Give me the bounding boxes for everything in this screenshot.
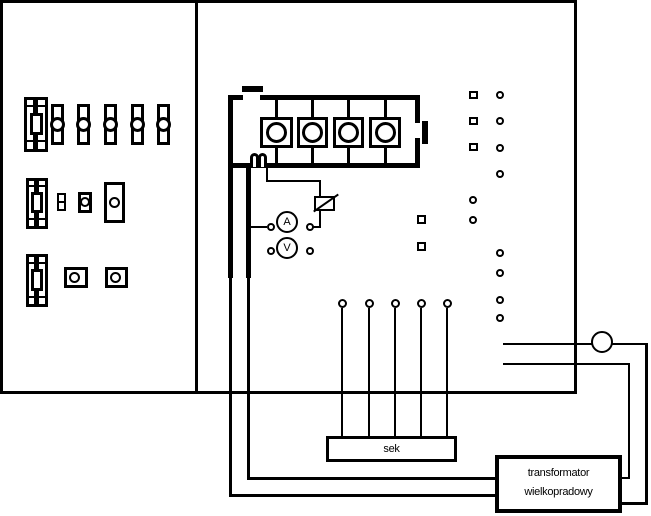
panel-divider — [195, 0, 198, 394]
terminal-dot — [496, 269, 504, 277]
lamp-icon — [76, 117, 91, 132]
primary-winding-coil-icon — [250, 153, 259, 167]
terminal-dot — [267, 223, 275, 231]
fuse-divider — [29, 218, 45, 220]
lamp-icon — [103, 117, 118, 132]
terminal-dot — [496, 314, 504, 322]
secondary-lead — [394, 308, 396, 436]
voltmeter: V — [276, 237, 298, 259]
fuse-symbol — [26, 254, 48, 307]
current-probe-circle — [591, 331, 613, 353]
terminal-square — [469, 91, 478, 99]
wire — [266, 180, 321, 182]
terminal-dot — [496, 91, 504, 99]
terminal-square — [417, 215, 426, 224]
terminal-square — [469, 117, 478, 125]
terminal-dot — [496, 170, 504, 178]
module-stub — [311, 99, 314, 117]
terminal-dot — [338, 299, 347, 308]
fuse-divider — [27, 140, 45, 142]
wire — [622, 502, 648, 505]
primary-wire-left — [228, 166, 233, 278]
ammeter: A — [276, 211, 298, 233]
disconnector-blade-top-icon — [242, 86, 263, 92]
terminal-dot — [496, 296, 504, 304]
secondary-lead — [341, 308, 343, 436]
meter-module-dial — [302, 122, 323, 143]
wire — [628, 363, 630, 479]
terminal-dot — [496, 249, 504, 257]
terminal-dot — [306, 247, 314, 255]
module-stub — [275, 99, 278, 117]
lamp-icon — [109, 197, 120, 208]
lamp-icon — [110, 272, 121, 283]
secondary-lead — [446, 308, 448, 436]
wire — [503, 363, 630, 365]
lamp-icon — [69, 272, 80, 283]
busbar-gap-right — [415, 123, 420, 138]
transformer-label-line2: wielkopradowy — [524, 486, 593, 498]
primary-wire-left — [229, 494, 497, 497]
outer-frame — [0, 0, 577, 394]
fuse-divider — [29, 296, 45, 298]
secondary-lead — [420, 308, 422, 436]
fuse-body — [31, 269, 43, 291]
fuse-symbol — [26, 178, 48, 229]
terminal-dot — [391, 299, 400, 308]
primary-wire-right — [247, 477, 497, 480]
wire — [645, 343, 648, 504]
secondary-lead — [368, 308, 370, 436]
primary-wire-left — [229, 278, 232, 497]
terminal-dot — [496, 117, 504, 125]
terminal-dot — [306, 223, 314, 231]
lamp-icon — [130, 117, 145, 132]
terminal-dot — [443, 299, 452, 308]
module-stub — [384, 99, 387, 117]
wire — [251, 226, 267, 228]
fuse-body — [31, 192, 43, 213]
terminal-square — [469, 143, 478, 151]
meter-module-dial — [338, 122, 359, 143]
module-stub — [311, 147, 314, 164]
wire — [266, 166, 268, 181]
module-stub — [347, 99, 350, 117]
lamp-icon — [50, 117, 65, 132]
wire — [503, 343, 647, 345]
transformer-label-line1: transformator — [527, 467, 590, 479]
module-stub — [384, 147, 387, 164]
secondary-terminal-box: sek — [326, 436, 457, 462]
module-stub — [347, 147, 350, 164]
fuse-symbol — [24, 97, 48, 152]
primary-wire-right — [246, 166, 251, 278]
terminal-dot — [469, 196, 477, 204]
wire — [622, 477, 630, 479]
wire — [313, 226, 321, 228]
lamp-icon — [80, 197, 90, 207]
terminal-block-divider — [57, 201, 66, 203]
terminal-dot — [267, 247, 275, 255]
terminal-dot — [496, 144, 504, 152]
fuse-divider — [29, 185, 45, 187]
primary-winding-coil-icon — [258, 153, 267, 167]
secondary-box-label: sek — [383, 443, 400, 455]
ammeter-label: A — [283, 216, 291, 228]
fuse-body — [30, 113, 43, 135]
wire — [319, 182, 321, 196]
fuse-divider — [27, 105, 45, 107]
terminal-dot — [469, 216, 477, 224]
disconnector-blade-right-icon — [422, 121, 428, 144]
meter-module-dial — [266, 122, 287, 143]
high-current-transformer-box: transformator wielkopradowy — [495, 455, 622, 513]
terminal-dot — [417, 299, 426, 308]
module-stub — [275, 147, 278, 164]
meter-module-dial — [375, 122, 396, 143]
primary-wire-right — [247, 278, 250, 480]
lamp-icon — [156, 117, 171, 132]
wire — [319, 210, 321, 227]
voltmeter-label: V — [283, 242, 291, 254]
busbar-gap-top — [243, 95, 260, 100]
terminal-square — [417, 242, 426, 251]
terminal-dot — [365, 299, 374, 308]
fuse-divider — [29, 262, 45, 264]
